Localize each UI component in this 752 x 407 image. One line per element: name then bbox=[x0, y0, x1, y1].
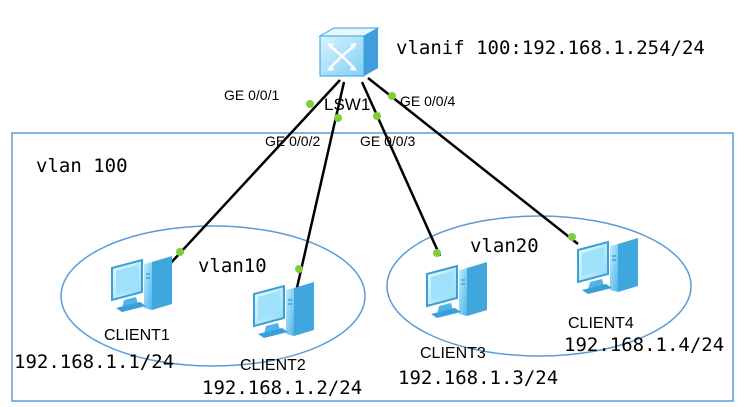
port-dot-client1 bbox=[176, 248, 184, 256]
client3-name: CLIENT3 bbox=[420, 345, 486, 362]
vlan100-frame bbox=[11, 132, 734, 402]
link-client3 bbox=[360, 81, 442, 257]
port-dot-ge004 bbox=[388, 92, 396, 100]
client2-pc-icon[interactable] bbox=[253, 281, 315, 339]
client4-name: CLIENT4 bbox=[568, 315, 634, 332]
port-label-ge003: GE 0/0/3 bbox=[360, 133, 415, 149]
switch-icon[interactable] bbox=[318, 27, 380, 77]
vlan20-label: vlan20 bbox=[470, 235, 539, 257]
port-label-ge002: GE 0/0/2 bbox=[265, 133, 320, 149]
port-dot-ge003 bbox=[373, 112, 381, 120]
vlan10-label: vlan10 bbox=[198, 255, 267, 277]
link-client1 bbox=[167, 79, 341, 267]
client4-pc-icon[interactable] bbox=[577, 237, 639, 295]
client3-ip: 192.168.1.3/24 bbox=[398, 367, 558, 389]
port-label-ge001: GE 0/0/1 bbox=[224, 87, 279, 103]
port-dot-ge002 bbox=[334, 114, 342, 122]
port-label-ge004: GE 0/0/4 bbox=[400, 93, 455, 109]
switch-name-label: LSW1 bbox=[324, 95, 370, 114]
client2-ip: 192.168.1.2/24 bbox=[202, 377, 362, 399]
vlan10-ellipse bbox=[60, 225, 366, 367]
client3-pc-icon[interactable] bbox=[426, 261, 488, 319]
client1-pc-icon[interactable] bbox=[111, 255, 173, 313]
client1-ip: 192.168.1.1/24 bbox=[14, 351, 174, 373]
port-dot-client2 bbox=[295, 265, 303, 273]
link-client4 bbox=[367, 77, 579, 245]
port-dot-client3 bbox=[433, 249, 441, 257]
vlan100-label: vlan 100 bbox=[36, 155, 128, 177]
client1-name: CLIENT1 bbox=[104, 327, 170, 344]
vlanif-label: vlanif 100:192.168.1.254/24 bbox=[396, 37, 705, 59]
port-dot-client4 bbox=[568, 233, 576, 241]
vlan20-ellipse bbox=[386, 215, 692, 357]
port-dot-ge001 bbox=[306, 100, 314, 108]
client4-ip: 192.168.1.4/24 bbox=[564, 334, 724, 356]
client2-name: CLIENT2 bbox=[240, 357, 306, 374]
